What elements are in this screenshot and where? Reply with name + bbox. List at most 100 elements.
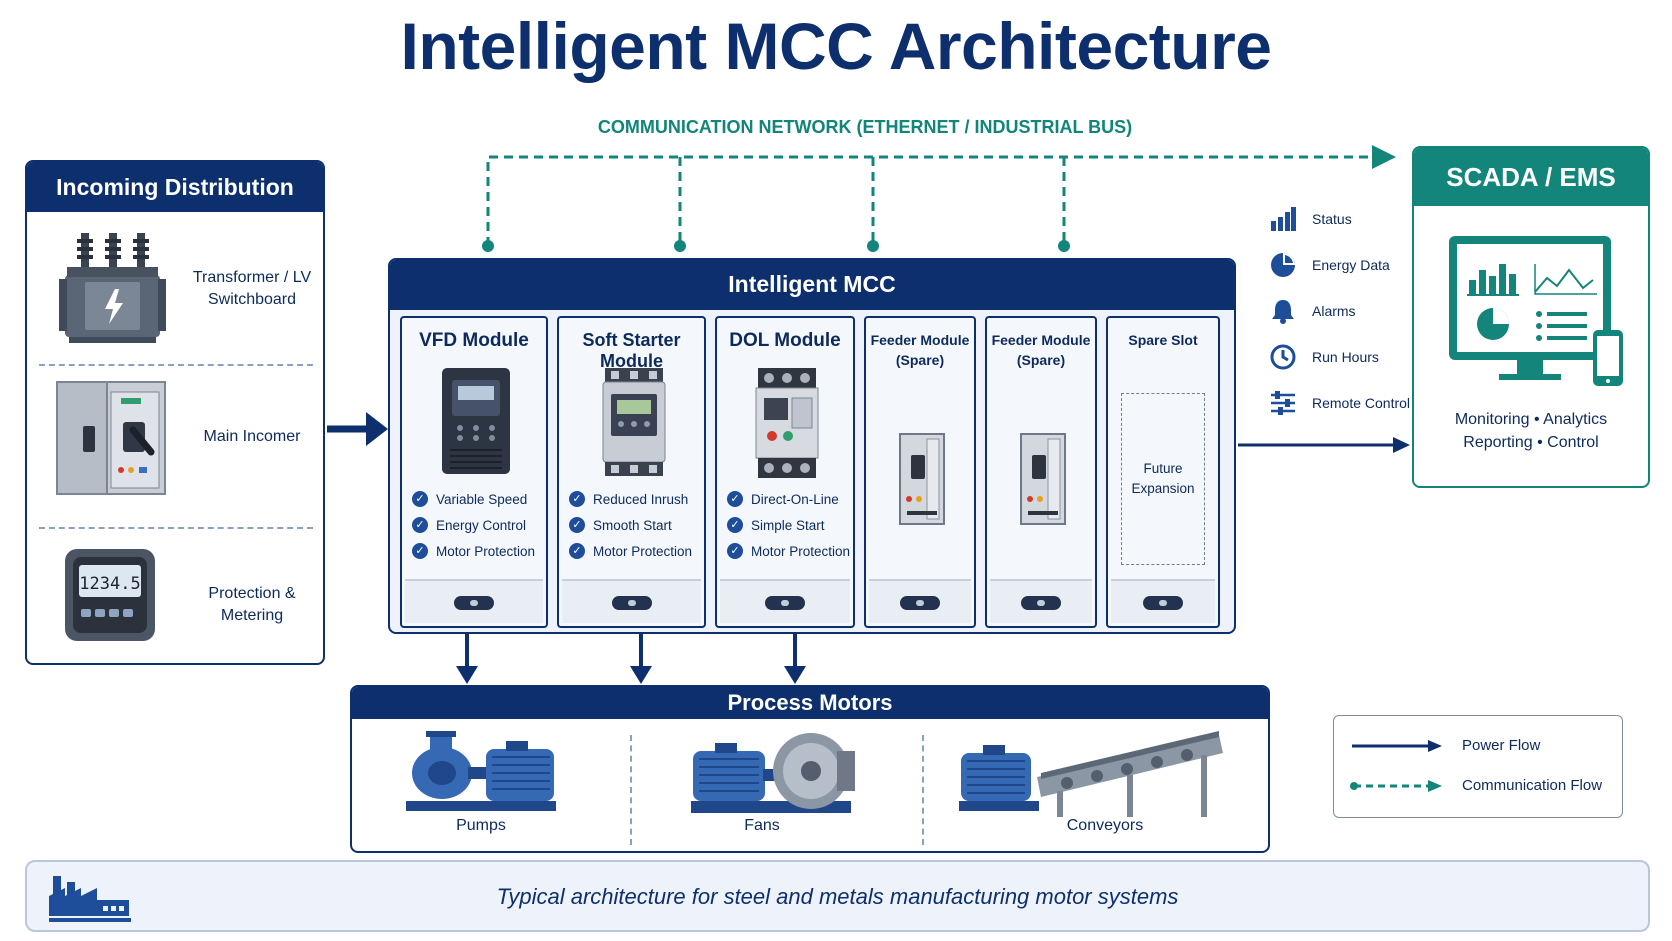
power-arrowheads (456, 666, 806, 684)
feature-list: ✓Variable Speed ✓Energy Control ✓Motor P… (412, 486, 535, 564)
switchgear-icon (56, 381, 166, 495)
door-handle-icon[interactable] (1021, 596, 1061, 610)
motors-title: Process Motors (352, 687, 1268, 719)
module-door (1111, 579, 1215, 623)
motor-label: Pumps (456, 817, 506, 834)
door-handle-icon[interactable] (1143, 596, 1183, 610)
scada-ems-panel: SCADA / EMS Monitoring • Analytics Repor… (1412, 146, 1650, 488)
module-title-line: Feeder Module (870, 332, 970, 348)
door-handle-icon[interactable] (900, 596, 940, 610)
check-icon: ✓ (569, 543, 585, 559)
network-nodes (482, 240, 1070, 252)
module-title: DOL Module (729, 330, 841, 351)
check-icon: ✓ (569, 517, 585, 533)
signal-run-hours: Run Hours (1268, 342, 1379, 372)
bar-chart-icon (1268, 204, 1298, 234)
module-door (869, 579, 971, 623)
module-vfd: VFD Module ✓Variable Speed ✓Energy Contr… (400, 316, 548, 628)
spare-box-line: Expansion (1131, 481, 1195, 496)
feature-item: ✓Variable Speed (412, 486, 535, 512)
module-title: Soft Starter Module (582, 330, 681, 371)
incoming-item-transformer: Transformer / LV Switchboard (37, 217, 317, 362)
module-title: Spare Slot (1128, 332, 1198, 348)
incoming-item-main-incomer: Main Incomer (37, 372, 317, 517)
module-title-line: (Spare) (895, 352, 945, 368)
module-door (990, 579, 1092, 623)
module-title: VFD Module (419, 330, 529, 351)
pie-chart-icon (1268, 250, 1298, 280)
motor-label: Fans (744, 817, 780, 834)
sliders-icon (1268, 388, 1298, 418)
feature-item: ✓Reduced Inrush (569, 486, 692, 512)
spare-box-line: Future (1143, 461, 1183, 476)
meter-display: 1234.5 (79, 574, 140, 594)
process-motors-panel: Process Motors Pumps Fans Conveyors (350, 685, 1270, 853)
signal-label: Alarms (1312, 303, 1356, 319)
module-dol: DOL Module ✓Direct-On-Line ✓Simple Start… (715, 316, 855, 628)
module-title: Feeder Module (Spare) (987, 330, 1095, 370)
feature-item: ✓Direct-On-Line (727, 486, 850, 512)
feeder-breaker-icon (1020, 433, 1066, 525)
check-icon: ✓ (412, 543, 428, 559)
bell-icon (1268, 296, 1298, 326)
motor-label: Conveyors (1066, 817, 1144, 834)
legend-lines (1350, 740, 1442, 792)
signal-remote-control: Remote Control (1268, 388, 1410, 418)
feature-item: ✓Motor Protection (569, 538, 692, 564)
incoming-label: Transformer / LV Switchboard (192, 269, 312, 308)
feature-list: ✓Reduced Inrush ✓Smooth Start ✓Motor Pro… (569, 486, 692, 564)
communication-network (486, 145, 1396, 246)
feature-item: ✓Energy Control (412, 512, 535, 538)
legend: Power Flow Communication Flow (1333, 715, 1623, 818)
signal-label: Energy Data (1312, 257, 1390, 273)
check-icon: ✓ (727, 543, 743, 559)
clock-icon (1268, 342, 1298, 372)
meter-icon: 1234.5 (65, 549, 155, 641)
module-feeder-spare-1: Feeder Module (Spare) (864, 316, 976, 628)
legend-power-flow: Power Flow (1462, 737, 1541, 754)
power-arrows-motors (465, 634, 797, 670)
divider (630, 735, 632, 845)
factory-icon (49, 876, 131, 922)
network-label: COMMUNICATION NETWORK (ETHERNET / INDUST… (597, 117, 1133, 137)
monitor-dashboard-icon (1449, 236, 1623, 386)
incoming-item-protection-metering: 1234.5 Protection & Metering (37, 532, 317, 663)
power-arrow-incoming (327, 412, 388, 446)
module-spare-slot: Spare Slot Future Expansion (1106, 316, 1220, 628)
feature-item: ✓Smooth Start (569, 512, 692, 538)
door-handle-icon[interactable] (765, 596, 805, 610)
divider (922, 735, 924, 845)
future-expansion-box: Future Expansion (1121, 393, 1205, 565)
module-door (405, 579, 543, 623)
module-title: Feeder Module (Spare) (866, 330, 974, 370)
signal-label: Status (1312, 211, 1352, 227)
feature-item: ✓Motor Protection (412, 538, 535, 564)
incoming-label: Protection & Metering (208, 585, 296, 624)
signal-energy-data: Energy Data (1268, 250, 1390, 280)
page-title: Intelligent MCC Architecture (400, 9, 1272, 83)
dol-contactor-icon (755, 368, 819, 478)
feature-item: ✓Motor Protection (727, 538, 850, 564)
feature-item: ✓Simple Start (727, 512, 850, 538)
scada-title: SCADA / EMS (1414, 148, 1648, 206)
divider (39, 364, 313, 366)
module-soft-starter: Soft Starter Module ✓Reduced Inrush ✓Smo… (557, 316, 706, 628)
footer-banner: Typical architecture for steel and metal… (25, 860, 1650, 932)
check-icon: ✓ (412, 517, 428, 533)
door-handle-icon[interactable] (454, 596, 494, 610)
module-title-line: (Spare) (1016, 352, 1066, 368)
scada-line2: Reporting • Control (1463, 434, 1599, 451)
signal-alarms: Alarms (1268, 296, 1356, 326)
module-title-line: Feeder Module (991, 332, 1091, 348)
door-handle-icon[interactable] (611, 596, 652, 610)
vfd-drive-icon (442, 368, 510, 474)
feeder-breaker-icon (899, 433, 945, 525)
feature-list: ✓Direct-On-Line ✓Simple Start ✓Motor Pro… (727, 486, 850, 564)
signal-label: Run Hours (1312, 349, 1379, 365)
fan-icon (691, 733, 855, 813)
incoming-label: Main Incomer (203, 428, 301, 445)
incoming-title: Incoming Distribution (27, 162, 323, 212)
check-icon: ✓ (412, 491, 428, 507)
module-door (720, 579, 850, 623)
